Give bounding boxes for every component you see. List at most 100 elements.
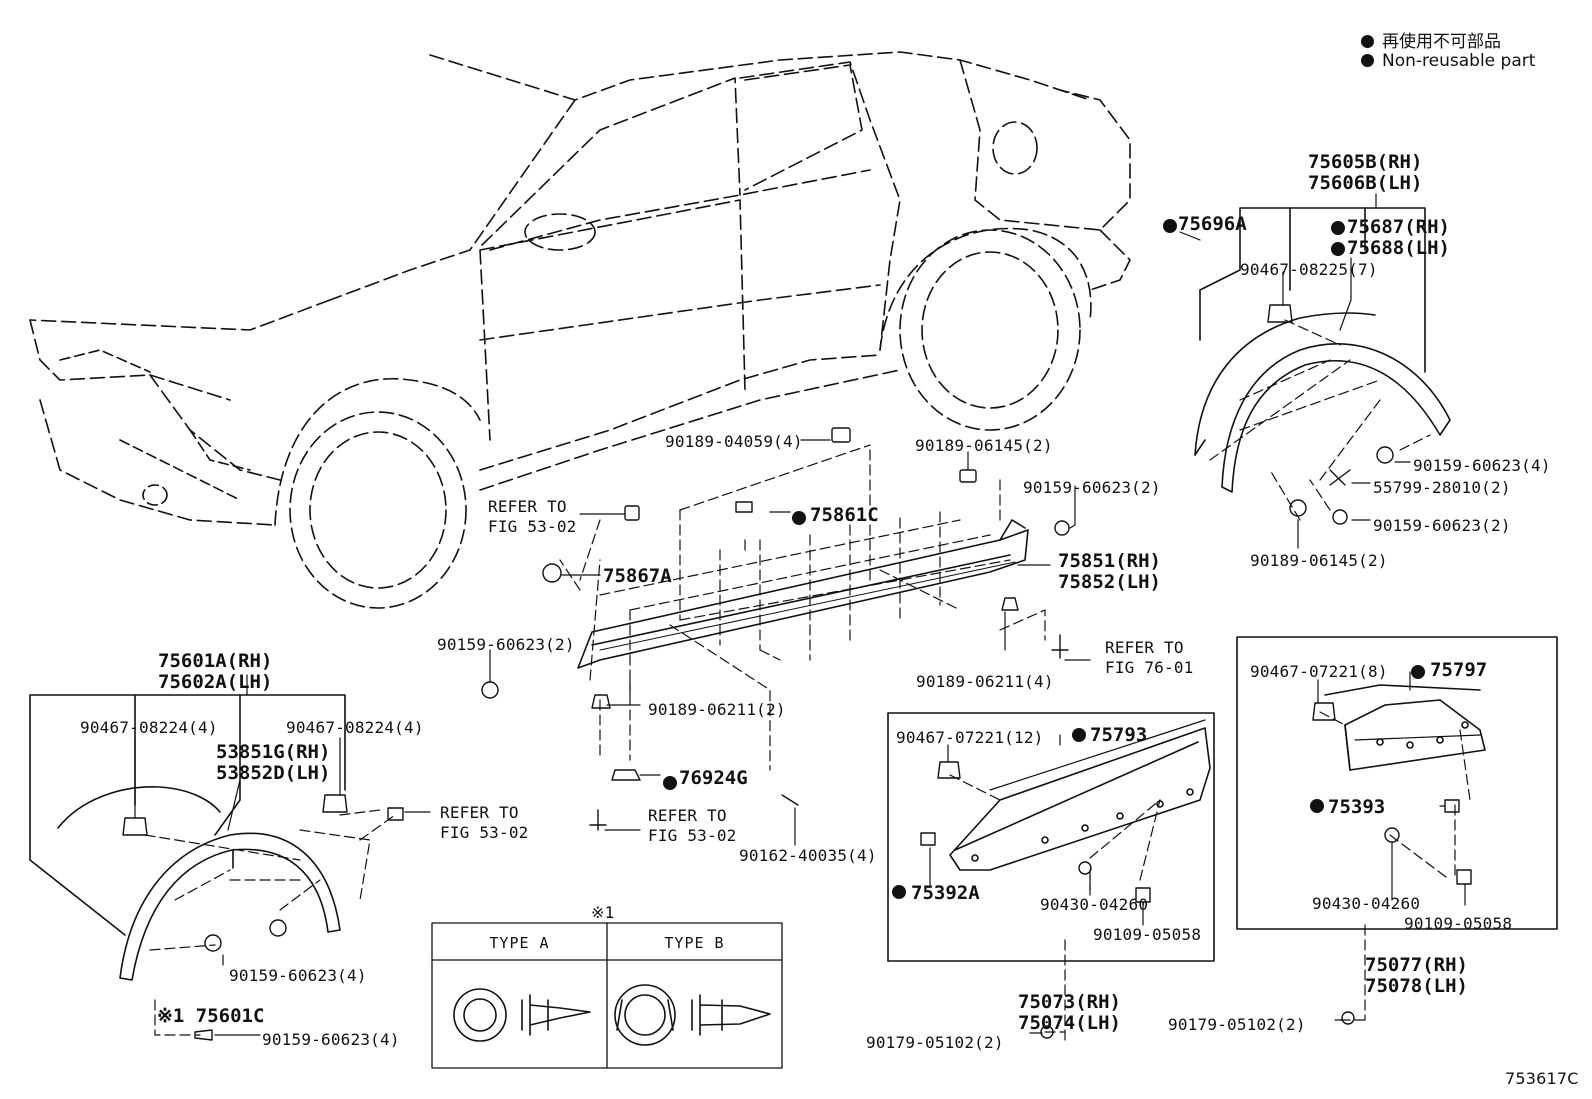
type-b-clip (614, 984, 771, 1046)
rear-arch-edge (1194, 439, 1206, 456)
rear-bracket (1199, 207, 1426, 373)
screw-90159-left (481, 681, 499, 699)
refer-53-02-left-line2: FIG 53-02 (440, 823, 529, 842)
front-door (479, 199, 746, 441)
clip-90189-06211-l (591, 694, 611, 709)
part-label-75601C: ※1 75601C (157, 1005, 265, 1027)
part-label-75688: 75688(LH) (1347, 237, 1450, 259)
clip-90189-06145-r (1289, 499, 1307, 517)
figure-code: 753617C (1505, 1069, 1579, 1088)
refer-53-02-mid-line2: FIG 53-02 (648, 826, 737, 845)
screw-90159-f1 (269, 919, 287, 937)
part-label-90430-04260-mid: 90430-04260 (1040, 895, 1149, 914)
clip-refer-76-01 (1051, 634, 1069, 659)
clip-75601C (204, 934, 222, 952)
part-label-75601A: 75601A(RH) (158, 650, 273, 672)
part-label-75851: 75851(RH) (1058, 550, 1161, 572)
clip-refer-53-02-b (589, 809, 607, 831)
nut-90179-m (1040, 1025, 1054, 1039)
legend-dot-2 (1361, 54, 1374, 67)
screw-90159-r2 (1332, 509, 1348, 525)
clip-refer-53-02-c (387, 807, 404, 821)
box-75077-leaders (1319, 711, 1471, 1021)
screw-90159-right (1054, 520, 1070, 536)
part-label-90430-04260-right: 90430-04260 (1312, 894, 1421, 913)
clip-90189-06211-r (1001, 597, 1019, 611)
part-label-75393: 75393 (1328, 796, 1386, 818)
box-75073 (887, 712, 1215, 962)
part-label-75074: 75074(LH) (1018, 1012, 1121, 1034)
rocker-leaders (559, 444, 1046, 771)
strip-75797 (1324, 684, 1481, 696)
part-label-90159-60623-4-a: 90159-60623(4) (229, 966, 367, 985)
mirror (524, 213, 596, 251)
table-header-type-b: TYPE B (664, 934, 725, 952)
part-label-90467-08225: 90467-08225(7) (1240, 260, 1378, 279)
part-label-90467-07221-12: 90467-07221(12) (896, 728, 1044, 747)
washer-90430-m (1078, 861, 1092, 875)
rear-arch-leaders (1209, 319, 1431, 521)
screw-90162 (781, 794, 799, 806)
box-75077 (1236, 636, 1558, 930)
part-label-90467-07221-8: 90467-07221(8) (1250, 662, 1388, 681)
part-label-90159-60623-4-b: 90159-60623(4) (262, 1030, 400, 1049)
front-wheel-arch (274, 378, 481, 526)
front-window (481, 77, 741, 246)
legend-english: Non-reusable part (1361, 51, 1535, 71)
part-label-75687: 75687(RH) (1347, 216, 1450, 238)
part-label-90189-06145-mid: 90189-06145(2) (915, 436, 1053, 455)
table-mark: ※1 (591, 903, 615, 922)
part-label-90159-60623-2-left: 90159-60623(2) (437, 635, 575, 654)
table-header-type-a: TYPE A (489, 934, 550, 952)
part-label-75392A: 75392A (911, 882, 980, 904)
part-label-90467-08224-right: 90467-08224(4) (286, 718, 424, 737)
label-75861C-patch (735, 501, 753, 513)
clip-90189-04059 (831, 427, 851, 443)
front-arch-strip (57, 786, 221, 829)
box-75077-parts (1312, 702, 1472, 1025)
front-arch-parts (122, 794, 404, 1041)
clip-90467-08224-r (322, 794, 348, 813)
front-details (59, 349, 251, 506)
screw-90159-r4 (1376, 446, 1394, 464)
label-leaders (134, 193, 1466, 1036)
hood-line (29, 299, 331, 331)
belt-line (489, 169, 871, 251)
part-label-90159-60623-4-rear: 90159-60623(4) (1413, 456, 1551, 475)
rear-arch-molding (1221, 343, 1451, 493)
rocker-lower (479, 369, 901, 491)
part-label-90189-04059: 90189-04059(4) (665, 432, 803, 451)
part-label-90179-05102-right: 90179-05102(2) (1168, 1015, 1306, 1034)
legend-text-2: Non-reusable part (1382, 51, 1536, 71)
rear-rim (921, 251, 1059, 409)
rear-window (744, 64, 863, 191)
non-reusable-markers (663, 219, 1425, 899)
screw-90159-f2 (194, 1029, 213, 1041)
part-label-53851G: 53851G(RH) (216, 741, 331, 763)
part-label-90467-08224-left: 90467-08224(4) (80, 718, 218, 737)
part-label-55799-28010: 55799-28010(2) (1373, 478, 1511, 497)
part-label-75696A: 75696A (1178, 213, 1247, 235)
refer-76-01-line1: REFER TO (1105, 638, 1184, 657)
clip-90109-m (1135, 887, 1151, 903)
clip-90109-r (1456, 869, 1472, 885)
type-a-clip (453, 988, 591, 1042)
part-label-90189-06145-rear: 90189-06145(2) (1250, 551, 1388, 570)
patch-75393 (1444, 799, 1460, 813)
type-table (431, 922, 783, 1069)
part-label-90159-60623-2-rear: 90159-60623(2) (1373, 516, 1511, 535)
front-upper (29, 319, 231, 401)
part-label-76924G: 76924G (679, 767, 748, 789)
box-75073-leaders (949, 774, 1161, 1046)
clip-90467-07221-12 (937, 761, 961, 779)
rocker-line (479, 354, 881, 471)
front-rim (309, 431, 447, 589)
refer-53-02-left-line1: REFER TO (440, 803, 519, 822)
rear-arch-group (1194, 207, 1451, 493)
vehicle-wheels (289, 121, 1081, 609)
front-fascia (149, 374, 281, 481)
rear-bracket-inner (1289, 207, 1366, 291)
part-label-90159-60623-2-mid: 90159-60623(2) (1023, 478, 1161, 497)
windshield-pillar (329, 99, 576, 301)
